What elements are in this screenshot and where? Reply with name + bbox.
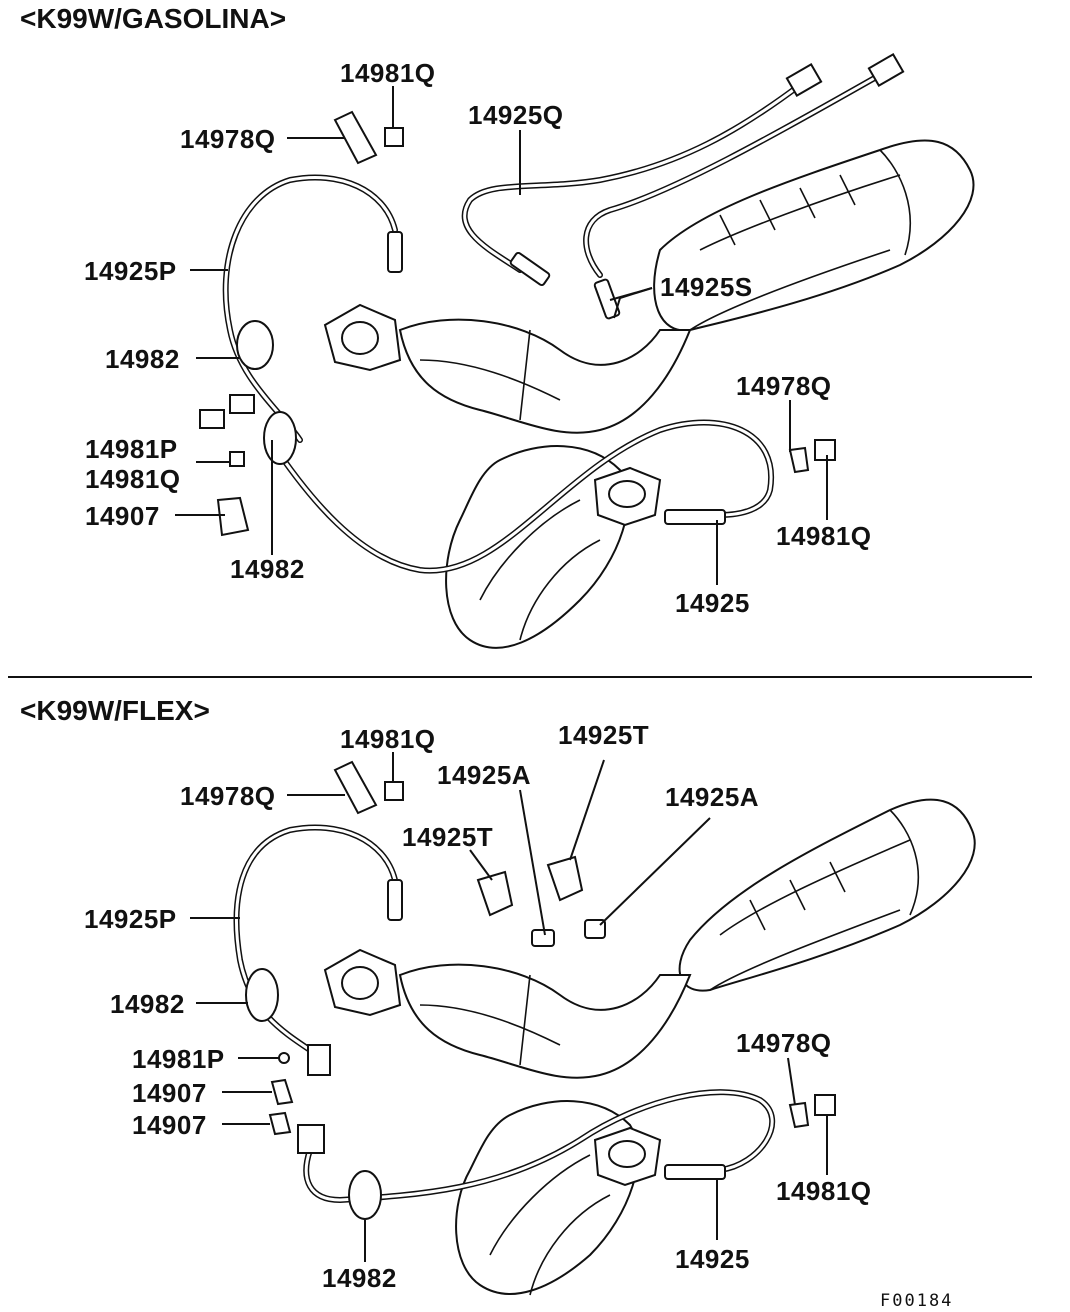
part-labels-gasolina: 14981Q 14978Q 14925Q 14925P 14925S 14982…	[84, 58, 872, 618]
part-label: 14981Q	[340, 724, 436, 754]
part-label: 14982	[105, 344, 180, 374]
part-label: 14925P	[84, 904, 177, 934]
section-title-gasolina: <K99W/GASOLINA>	[20, 3, 286, 34]
leader-lines-flex	[190, 752, 828, 1262]
part-label: 14981P	[85, 434, 178, 464]
part-label: 14981Q	[776, 1176, 872, 1206]
catalytic-converter-illustration	[323, 798, 976, 1296]
section-flex: <K99W/FLEX>	[20, 695, 976, 1311]
part-label: 14925S	[660, 272, 753, 302]
part-label: 14981Q	[776, 521, 872, 551]
part-label: 14981Q	[85, 464, 181, 494]
part-label: 14982	[322, 1263, 397, 1293]
part-label: 14925P	[84, 256, 177, 286]
part-label: 14925A	[437, 760, 531, 790]
part-label: 14907	[85, 501, 160, 531]
sensor-wiring	[233, 760, 836, 1220]
leader-lines-gasolina	[175, 86, 828, 585]
part-label: 14925	[675, 588, 750, 618]
part-label: 14982	[110, 989, 185, 1019]
figure-code: F00184	[880, 1291, 953, 1311]
part-label: 14925Q	[468, 100, 564, 130]
part-label: 14925A	[665, 782, 759, 812]
part-label: 14978Q	[180, 124, 276, 154]
part-label: 14981P	[132, 1044, 225, 1074]
part-label: 14978Q	[736, 1028, 832, 1058]
part-label: 14978Q	[736, 371, 832, 401]
part-label: 14907	[132, 1078, 207, 1108]
part-label: 14925T	[558, 720, 649, 750]
part-label: 14925	[675, 1244, 750, 1274]
part-label: 14925T	[402, 822, 493, 852]
part-labels-flex: 14981Q 14978Q 14925T 14925A 14925A 14925…	[84, 720, 872, 1293]
part-label: 14907	[132, 1110, 207, 1140]
part-label: 14982	[230, 554, 305, 584]
section-title-flex: <K99W/FLEX>	[20, 695, 210, 726]
part-label: 14978Q	[180, 781, 276, 811]
part-label: 14981Q	[340, 58, 436, 88]
section-gasolina: <K99W/GASOLINA>	[20, 3, 975, 649]
